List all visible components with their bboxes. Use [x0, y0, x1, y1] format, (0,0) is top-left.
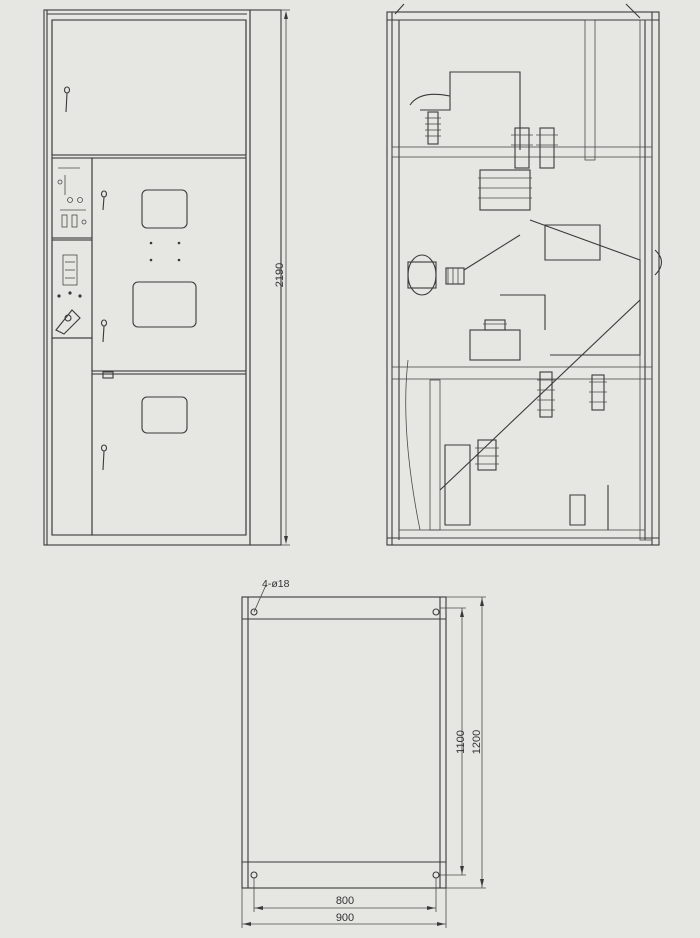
- connecting-rod: [463, 234, 521, 271]
- vertical-perforated-bar: [429, 379, 441, 531]
- operating-lever-icon: [55, 309, 81, 335]
- insulator-icon: [511, 127, 558, 169]
- section-frame: [386, 11, 660, 546]
- hole-callout-leader: [253, 584, 267, 613]
- contact-arm-icon: [478, 169, 532, 211]
- outer-depth-label: 1200: [471, 730, 483, 754]
- base-outer-frame: [241, 596, 447, 889]
- breaker-viewing-window: [132, 281, 197, 328]
- rear-bulge: [654, 249, 663, 276]
- cable-compartment-door: [91, 373, 247, 536]
- door-handle-icon: [100, 444, 108, 471]
- hole-callout-label: 4-ø18: [262, 578, 290, 590]
- insulator-icon: [425, 111, 441, 145]
- door-handle-icon: [63, 86, 71, 113]
- control-switches-icon: [57, 167, 87, 228]
- door-handle-icon: [100, 319, 108, 343]
- cable-terminal: [444, 444, 471, 526]
- front-view-drawing: 2190: [43, 9, 290, 546]
- cable-partition: [391, 366, 653, 380]
- earthing-switch: [569, 494, 586, 526]
- insulator-icon: [445, 267, 465, 285]
- outer-width-label: 900: [336, 912, 354, 924]
- cabinet-outline: [43, 9, 251, 546]
- support-bracket: [500, 294, 546, 330]
- cable-trunk: [409, 93, 451, 106]
- mounting-hole-icon: [250, 608, 440, 879]
- surge-arrester-icon: [475, 439, 499, 471]
- depth-dimension-lines: [440, 596, 486, 889]
- width-dimension-lines: [241, 878, 447, 928]
- busbar-partition: [391, 146, 653, 158]
- voltage-transformer-icon: [483, 319, 507, 331]
- top-door: [51, 19, 247, 156]
- lower-left-panel: [51, 337, 93, 536]
- current-transformer-icon: [407, 254, 437, 296]
- indicator-dots: [149, 241, 181, 262]
- insulator-icon: [537, 371, 555, 418]
- cable-curve: [405, 359, 421, 531]
- busbar-chamber: [420, 71, 521, 150]
- upper-viewing-window: [141, 189, 188, 229]
- breaker-compartment-door: [91, 157, 247, 372]
- door-handle-icon: [100, 190, 108, 211]
- mechanism-housing: [544, 224, 601, 261]
- meter-indicator-icon: [57, 254, 82, 298]
- perforated-channel: [584, 19, 653, 541]
- height-dimension-label: 2190: [274, 263, 286, 287]
- inner-width-label: 800: [336, 895, 354, 907]
- inner-depth-label: 1100: [455, 730, 467, 754]
- base-channel: [398, 529, 646, 539]
- cabinet-side-panel: [249, 9, 282, 546]
- door-hinge: [102, 371, 114, 379]
- cable-viewing-window: [141, 396, 188, 434]
- base-plan-view: 4-ø18 1100 1200: [241, 578, 486, 928]
- insulator-icon: [589, 374, 607, 411]
- side-section-view: [386, 3, 663, 546]
- breaker-truck: [529, 219, 641, 356]
- vt-compartment: [469, 329, 521, 361]
- height-dimension-line: [281, 9, 290, 546]
